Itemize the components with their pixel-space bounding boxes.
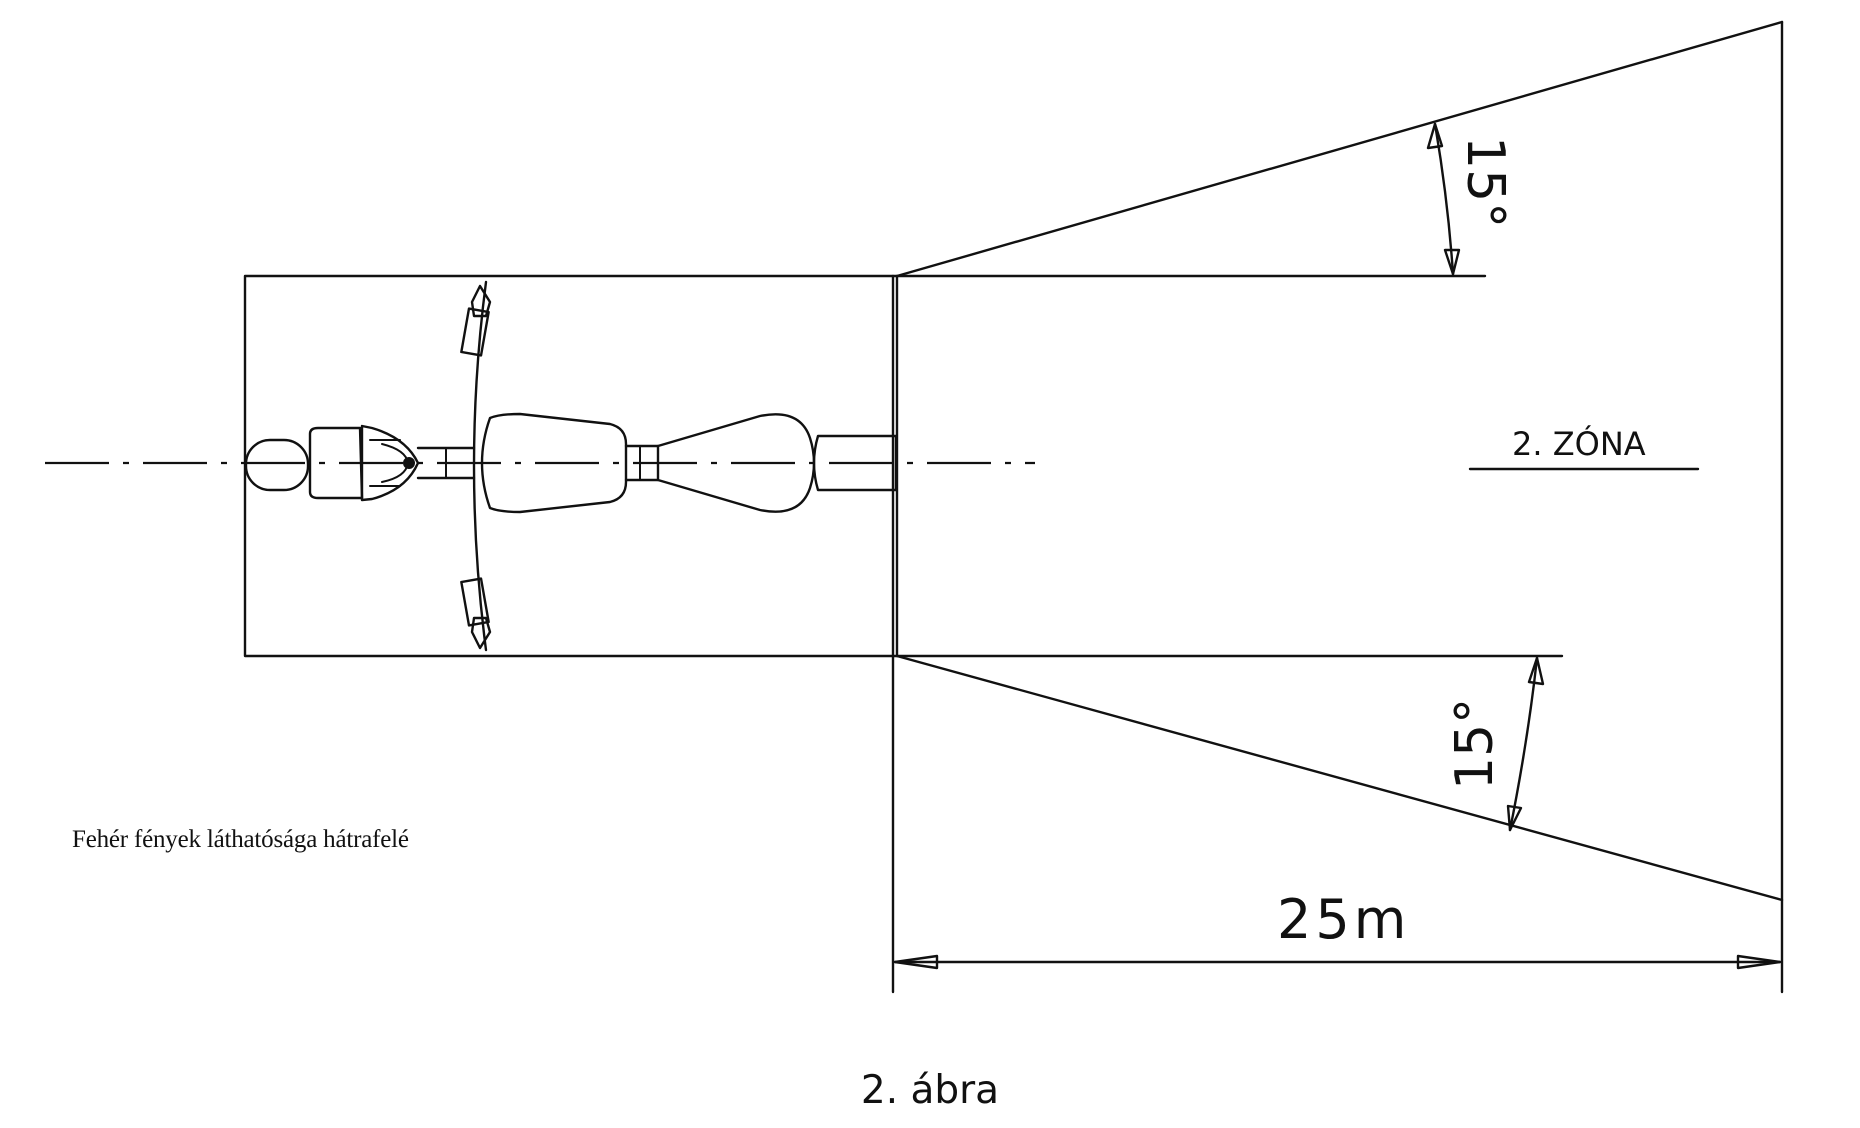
angle-label-bottom: 15° (1445, 698, 1505, 790)
angle-label-top: 15° (1455, 136, 1515, 228)
figure-caption: Fehér fények láthatósága hátrafelé (72, 826, 409, 853)
distance-label: 25m (1277, 888, 1410, 951)
upper-angle-dimension (1426, 122, 1461, 276)
zone-upper-edge-line (895, 20, 1784, 278)
distance-dimension (893, 954, 1782, 970)
motorcycle-top-view-icon (244, 280, 898, 652)
zone-label: 2. ZÓNA (1512, 424, 1646, 463)
zone-lower-edge-line (895, 654, 1784, 902)
figure-number: 2. ábra (860, 1068, 1000, 1113)
motorcycle-outline-box (243, 274, 899, 658)
lower-angle-dimension (1506, 656, 1545, 832)
